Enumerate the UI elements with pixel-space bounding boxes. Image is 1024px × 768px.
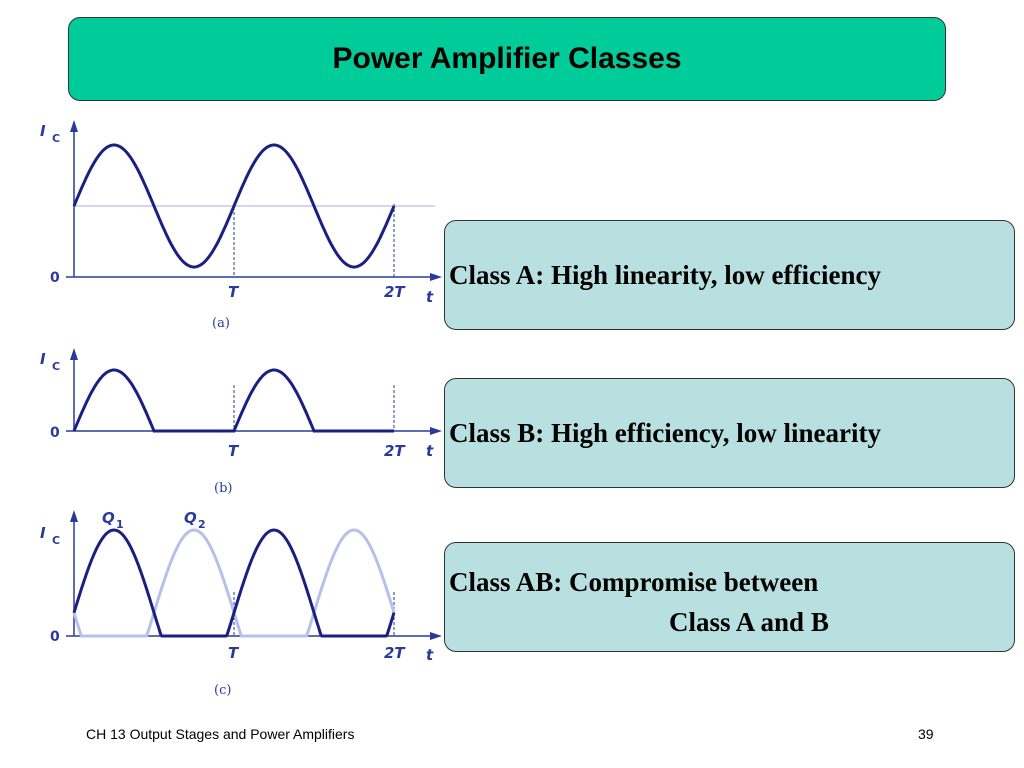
tick-T-label: T [228,442,240,460]
class-ab-text-line2: Class A and B [669,607,829,637]
slide-title: Power Amplifier Classes [332,42,682,75]
panel-caption: (b) [214,481,232,496]
q1-waveform [72,528,396,638]
slide-footer: CH 13 Output Stages and Power Amplifiers [86,726,355,742]
class-b-text: Class B: High efficiency, low linearity [449,417,881,448]
q2-label: Q [184,509,197,527]
waveform-panel-a: I C 0 T 2T t (a) [40,120,442,331]
slide-title-bar: Power Amplifier Classes [68,17,946,101]
tick-T-label: T [228,644,240,662]
class-b-box: Class B: High efficiency, low linearity [444,378,1015,488]
y-axis-label: I [40,122,46,140]
zero-label: 0 [50,629,60,645]
x-axis-arrow [430,632,442,640]
zero-label: 0 [50,270,60,286]
x-axis-arrow [430,273,442,281]
x-axis-label: t [426,442,434,460]
y-axis-arrow [70,120,78,132]
tick-2T-label: 2T [384,442,406,460]
panel-caption: (a) [212,316,230,331]
panel-caption: (c) [214,683,231,698]
class-a-text: Class A: High linearity, low efficiency [449,259,881,290]
x-axis-label: t [426,646,434,664]
page-number: 39 [918,726,934,742]
q1-label: Q [102,509,115,527]
y-axis-sub: C [52,534,60,547]
y-axis-sub: C [52,132,60,145]
q2-sub: 2 [198,518,206,531]
class-a-waveform [72,143,396,269]
y-axis-label: I [40,350,46,368]
y-axis-label: I [40,524,46,542]
y-axis-arrow [70,348,78,360]
tick-T-label: T [228,283,240,301]
zero-label: 0 [50,425,60,441]
class-ab-text-line1: Class AB: Compromise between [449,567,819,597]
waveform-panel-c: Q 1 Q 2 I C 0 T 2T t (c) [40,509,442,698]
x-axis-arrow [430,427,442,435]
waveform-panel-b: I C 0 T 2T t (b) [40,348,442,496]
class-ab-box: Class AB: Compromise between Class A and… [444,542,1015,652]
y-axis-arrow [70,510,78,522]
tick-2T-label: 2T [384,644,406,662]
tick-2T-label: 2T [384,283,406,301]
q1-sub: 1 [116,518,124,531]
x-axis-label: t [426,288,434,306]
class-b-waveform [72,368,394,433]
class-a-box: Class A: High linearity, low efficiency [444,220,1015,330]
q2-waveform [72,528,396,638]
y-axis-sub: C [52,360,60,373]
